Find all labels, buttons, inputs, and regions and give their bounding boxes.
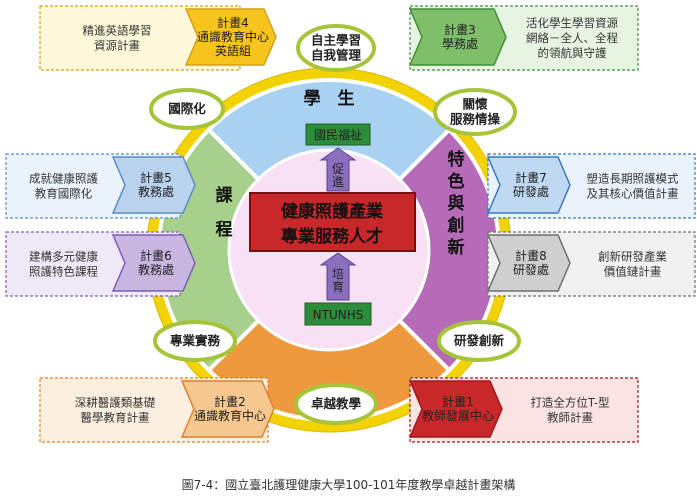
plan-p5-tag-shape xyxy=(111,156,196,214)
plan-p1-tag-line-0: 計畫1 xyxy=(442,394,474,409)
sector-label-innovation-line-4: 新 xyxy=(448,237,465,258)
oval-pro-shape xyxy=(153,320,237,362)
arrow-promote: 促進 xyxy=(319,147,357,192)
oval-rnd: 研發創新 xyxy=(437,320,521,362)
plan-p7-tag-line-1: 研發處 xyxy=(513,184,549,199)
plan-p8-tag-shape xyxy=(486,234,571,292)
plan-p4-tag-line-1: 通識教育中心 xyxy=(197,29,269,44)
welfare-label-box xyxy=(305,123,371,146)
plan-p2-tag-line-1: 通識教育中心 xyxy=(194,408,266,423)
plan-p8-desc-line-0: 創新研發產業 xyxy=(598,250,667,264)
oval-rnd-text-line-0: 研發創新 xyxy=(454,333,505,348)
plan-p6-tag-shape xyxy=(111,234,196,292)
oval-care-text-line-1: 服務情操 xyxy=(450,112,501,127)
plan-p1-desc-line-1: 教師計畫 xyxy=(547,411,593,425)
plan-p6-tag-line-1: 教務處 xyxy=(138,262,174,277)
arrow-promote-char-0: 促 xyxy=(332,162,344,176)
plan-p3-desc-line-0: 活化學生學習資源 xyxy=(526,16,618,30)
center-line-2: 專業服務人才 xyxy=(281,226,383,247)
plan-p5-desc-line-0: 成就健康照護 xyxy=(29,172,98,186)
plan-p6-desc-line-1: 照護特色課程 xyxy=(29,265,98,279)
plan-p7-tag-shape xyxy=(486,156,571,214)
arrow-cultivate-shape xyxy=(319,252,357,301)
oval-care-text-line-0: 關懷 xyxy=(462,97,488,112)
plan-p7-desc-line-0: 塑造長期照護模式 xyxy=(587,172,679,186)
oval-pro: 專業實務 xyxy=(153,320,237,362)
oval-excel-shape xyxy=(294,383,378,425)
center-line-1: 健康照護產業 xyxy=(281,201,383,222)
sector-label-innovation-line-2: 與 xyxy=(448,193,465,214)
plan-p8-tag-line-0: 計畫8 xyxy=(515,248,547,263)
oval-pro-text-line-0: 專業實務 xyxy=(170,333,221,348)
arrow-promote-shape xyxy=(319,147,357,192)
oval-self-text-line-1: 自我管理 xyxy=(311,48,362,63)
plan-p3-tag-line-1: 學務處 xyxy=(442,37,478,51)
arrow-promote-char-1: 進 xyxy=(332,175,344,189)
oval-intl: 國際化 xyxy=(149,88,225,130)
sector-label-innovation-line-3: 創 xyxy=(447,215,465,236)
plan-p4-tag-line-2: 英語組 xyxy=(215,43,251,58)
center-box xyxy=(249,192,416,252)
plan-p7-desc-line-1: 及其核心價值計畫 xyxy=(587,187,679,201)
plan-p4-desc-line-1: 資源計畫 xyxy=(94,39,140,53)
plan-p3-tag-line-0: 計畫3 xyxy=(444,22,476,37)
sector-label-innovation-line-0: 特 xyxy=(448,149,465,170)
oval-excel-text-line-0: 卓越教學 xyxy=(311,396,362,411)
plan-p1-tag-shape xyxy=(408,380,503,438)
oval-care-shape xyxy=(433,88,517,136)
oval-self-shape xyxy=(296,24,376,72)
arrow-cultivate-char-1: 育 xyxy=(332,279,344,294)
arrow-cultivate-char-0: 培 xyxy=(332,266,344,281)
plan-p5-tag-line-0: 計畫5 xyxy=(140,170,172,185)
sector-label-innovation-line-1: 色 xyxy=(448,171,465,192)
plan-p2-desc-line-1: 醫學教育計畫 xyxy=(81,411,150,425)
arrow-cultivate: 培育 xyxy=(319,252,357,301)
figure-caption: 圖7-4：國立臺北護理健康大學100-101年度教學卓越計畫架構 xyxy=(181,478,516,492)
oval-self-text-line-0: 自主學習 xyxy=(311,33,361,48)
oval-rnd-shape xyxy=(437,320,521,362)
plan-p4-tag-line-0: 計畫4 xyxy=(217,15,249,30)
plan-p1-desc-line-0: 打造全方位T-型 xyxy=(530,396,609,410)
welfare-label: 國民福祉 xyxy=(314,127,362,142)
plan-p8-desc-line-1: 價值鏈計畫 xyxy=(604,265,662,279)
oval-intl-shape xyxy=(149,88,225,130)
plan-p6-tag-line-0: 計畫6 xyxy=(140,248,172,263)
plan-p8-tag-line-1: 研發處 xyxy=(513,262,549,277)
ntunhs-label: NTUNHS xyxy=(313,308,364,322)
sector-label-course-line-1: 程 xyxy=(216,220,233,240)
sector-label-student: 學 生 xyxy=(304,88,355,109)
plan-p3-desc-line-1: 網絡－全人、全程 xyxy=(526,31,618,45)
plan-p2-tag-line-0: 計畫2 xyxy=(214,394,246,409)
plan-p4-desc-line-0: 精進英語學習 xyxy=(83,24,152,38)
sector-label-course-line-0: 課 xyxy=(216,185,234,206)
plan-p7-tag-line-0: 計畫7 xyxy=(515,170,547,185)
plan-p2-desc-line-0: 深耕醫護類基礎 xyxy=(75,396,156,410)
plan-p1-tag-line-1: 教師發展中心 xyxy=(422,408,494,423)
plan-p3-desc-line-2: 的領航與守護 xyxy=(538,46,607,60)
plan-p6-desc-line-0: 建構多元健康 xyxy=(29,250,98,264)
plan-p2-tag-shape xyxy=(180,380,275,438)
oval-intl-text-line-0: 國際化 xyxy=(168,101,206,116)
ntunhs-label-box xyxy=(304,302,372,326)
plan-p5-tag-line-1: 教務處 xyxy=(138,184,174,199)
plan-p5-desc-line-1: 教育國際化 xyxy=(35,187,93,201)
plan-p4-tag-shape xyxy=(184,8,277,66)
plan-p3-tag-shape xyxy=(408,8,507,66)
oval-excel: 卓越教學 xyxy=(294,383,378,425)
